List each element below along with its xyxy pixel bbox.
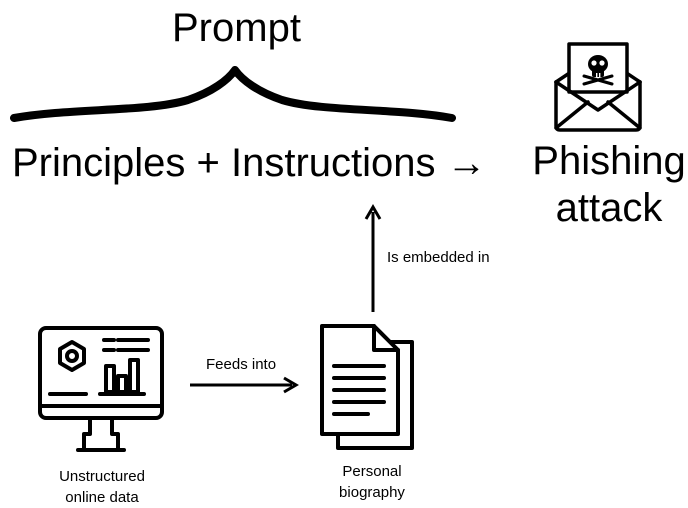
monitor-dashboard-icon bbox=[38, 326, 164, 452]
instructions-text: Instructions bbox=[231, 141, 436, 185]
outcome-label: Phishing attack bbox=[524, 138, 688, 232]
embedded-in-label: Is embedded in bbox=[387, 249, 490, 266]
principles-text: Principles bbox=[12, 141, 186, 185]
feeds-into-label: Feeds into bbox=[206, 356, 277, 373]
caption-line: Personal bbox=[342, 463, 402, 480]
skull-icon bbox=[582, 55, 614, 86]
unstructured-data-caption: Unstructured online data bbox=[32, 466, 172, 508]
plus-sign: + bbox=[196, 141, 220, 185]
right-arrow: → bbox=[446, 141, 487, 185]
caption-line: online data bbox=[65, 489, 139, 506]
formula: Principles + Instructions → bbox=[12, 138, 487, 188]
personal-biography-caption: Personal biography bbox=[302, 461, 442, 503]
caption-line: Unstructured bbox=[59, 468, 145, 485]
prompt-label: Prompt bbox=[172, 6, 301, 50]
outcome-line1: Phishing bbox=[532, 139, 686, 183]
document-stack-icon bbox=[320, 324, 414, 450]
caption-line: biography bbox=[339, 484, 405, 501]
outcome-line2: attack bbox=[555, 186, 663, 230]
envelope-skull-icon bbox=[554, 42, 642, 132]
